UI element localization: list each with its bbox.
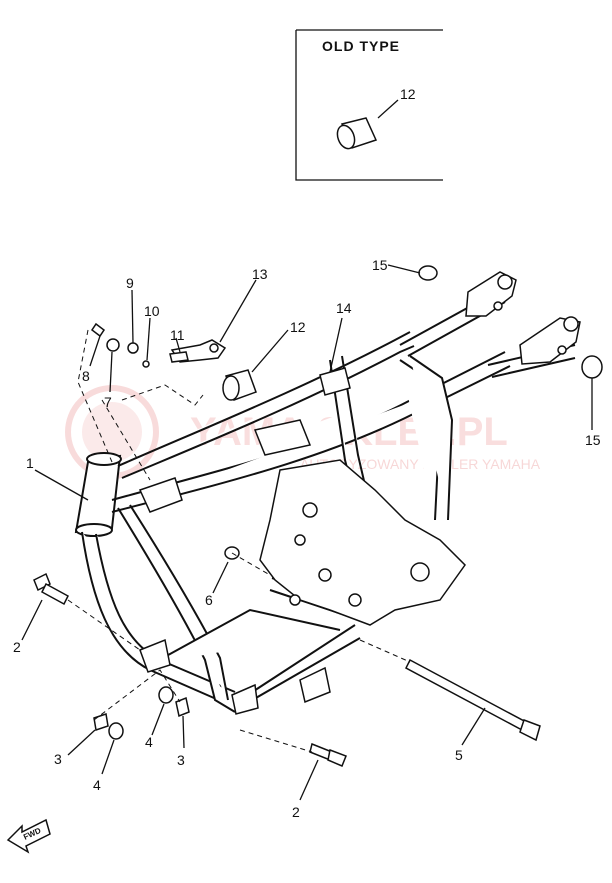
steering-head bbox=[74, 452, 122, 537]
callout-6: 6 bbox=[205, 592, 213, 608]
top-tube bbox=[117, 331, 411, 467]
inset-part-number: 12 bbox=[400, 86, 416, 102]
callout-2-lower: 2 bbox=[292, 804, 300, 820]
old-type-bushing-icon bbox=[336, 117, 378, 150]
washer-7 bbox=[106, 338, 120, 352]
bolt-2-lower bbox=[309, 742, 347, 767]
nut-4b bbox=[158, 686, 174, 704]
callout-5: 5 bbox=[455, 747, 463, 763]
old-type-inset: OLD TYPE 12 bbox=[295, 29, 443, 181]
part-11 bbox=[169, 351, 189, 363]
callout-numbers: 1 2 2 3 3 4 4 5 6 7 8 9 10 11 12 13 14 1… bbox=[13, 257, 601, 820]
down-tube-right bbox=[117, 507, 236, 713]
bushing-12 bbox=[222, 369, 257, 401]
callout-3-left: 3 bbox=[54, 751, 62, 767]
callout-leaders bbox=[21, 264, 593, 801]
leader-dashed-7 bbox=[77, 329, 113, 463]
callout-7: 7 bbox=[104, 394, 112, 410]
clip-8 bbox=[90, 322, 106, 338]
inset-border bbox=[295, 29, 443, 181]
callout-4-lower: 4 bbox=[93, 777, 101, 793]
pin-10 bbox=[142, 360, 150, 368]
small-parts-7-11 bbox=[90, 322, 189, 368]
callout-10: 10 bbox=[144, 303, 160, 319]
engine-mount-plate bbox=[259, 459, 466, 626]
rear-mount-right bbox=[519, 317, 581, 365]
fwd-arrow-icon: FWD bbox=[6, 818, 51, 854]
nut-4a bbox=[108, 722, 124, 740]
plate-3b bbox=[175, 696, 190, 718]
inset-title: OLD TYPE bbox=[322, 38, 400, 54]
callout-13: 13 bbox=[252, 266, 268, 282]
inset-leader bbox=[377, 99, 399, 119]
nut-15a bbox=[418, 265, 438, 281]
callout-3-right: 3 bbox=[177, 752, 185, 768]
callout-15-lower: 15 bbox=[585, 432, 601, 448]
callout-4-upper: 4 bbox=[145, 734, 153, 750]
washer-9 bbox=[127, 342, 139, 354]
callout-11: 11 bbox=[170, 327, 185, 343]
leader-dashed-8 bbox=[101, 399, 151, 481]
callout-14: 14 bbox=[336, 300, 352, 316]
nut-15b bbox=[581, 355, 603, 379]
callout-1: 1 bbox=[26, 455, 34, 471]
callout-2-upper: 2 bbox=[13, 639, 21, 655]
main-frame bbox=[74, 271, 581, 715]
plate-3a bbox=[93, 713, 109, 731]
leader-dashed-13 bbox=[121, 384, 204, 406]
bolt-2-upper bbox=[33, 572, 69, 606]
callout-15-upper: 15 bbox=[372, 257, 388, 273]
callout-9: 9 bbox=[126, 275, 134, 291]
callout-12: 12 bbox=[290, 319, 306, 335]
callout-8: 8 bbox=[82, 368, 90, 384]
long-bolt-5 bbox=[405, 658, 541, 742]
